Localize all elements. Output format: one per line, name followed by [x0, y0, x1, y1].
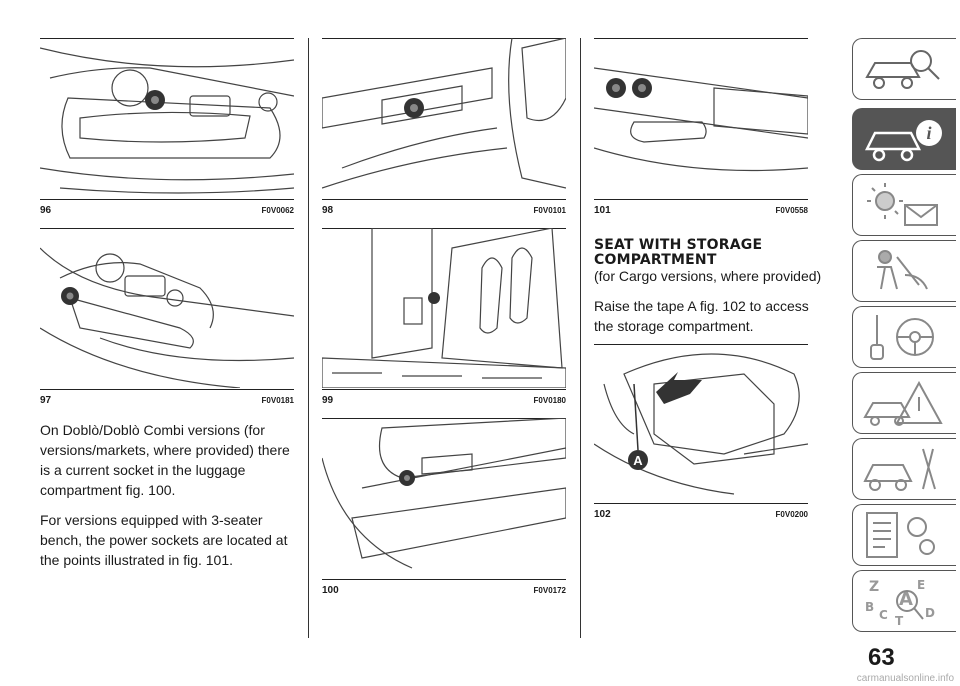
paragraph: On Doblò/Doblò Combi versions (for versi… — [40, 422, 290, 498]
callout-a-label: A — [633, 453, 643, 468]
section-title-line: COMPARTMENT — [594, 252, 717, 268]
figure-101: 101 F0V0558 — [594, 38, 808, 216]
luggage-compartment-socket-illustration — [322, 418, 566, 569]
bench-sockets-illustration — [594, 67, 808, 172]
car-info-icon: i — [864, 120, 942, 162]
figure-99: 99 F0V0180 — [322, 228, 566, 406]
svg-text:i: i — [926, 123, 931, 143]
figure-code: F0V0181 — [261, 396, 294, 405]
tab-maintenance[interactable] — [852, 438, 956, 500]
tab-warning-lights[interactable] — [852, 174, 956, 236]
figure-97: 97 F0V0181 — [40, 228, 294, 406]
watermark: carmanualsonline.info — [856, 673, 954, 684]
airbag-passenger-icon — [877, 250, 928, 290]
section-body: Raise the tape A fig. 102 to access the … — [594, 298, 809, 334]
spec-list-gears-icon — [866, 512, 935, 558]
cargo-floor-socket-illustration — [322, 228, 566, 388]
tab-car-info[interactable]: i — [852, 108, 956, 170]
tab-technical-data[interactable] — [852, 504, 956, 566]
figure-code: F0V0172 — [533, 586, 566, 595]
svg-text:C: C — [879, 608, 888, 622]
console-sockets-illustration — [40, 47, 294, 194]
left-body-text: On Doblò/Doblò Combi versions (for versi… — [40, 420, 298, 580]
section-subtitle: (for Cargo versions, where provided) — [594, 268, 822, 284]
key-steering-wheel-icon — [870, 315, 934, 360]
section-title-line: SEAT WITH STORAGE — [594, 237, 763, 253]
figure-96: 96 F0V0062 — [40, 38, 294, 216]
figure-number: 99 — [322, 395, 334, 406]
figure-number: 102 — [594, 509, 611, 520]
figure-code: F0V0180 — [533, 396, 566, 405]
figure-code: F0V0558 — [775, 206, 808, 215]
paragraph: For versions equipped with 3-seater benc… — [40, 512, 288, 568]
svg-text:Z: Z — [869, 579, 879, 595]
car-tools-icon — [863, 448, 936, 491]
figure-code: F0V0101 — [533, 206, 566, 215]
console-socket-illustration — [40, 247, 294, 388]
svg-text:D: D — [925, 606, 935, 620]
column-divider — [308, 38, 309, 638]
car-search-icon — [865, 50, 940, 89]
figure-98: 98 F0V0101 — [322, 38, 566, 216]
warning-light-message-icon — [867, 183, 938, 226]
svg-text:A: A — [899, 589, 913, 610]
figure-number: 98 — [322, 205, 334, 216]
seat-storage-illustration: A — [594, 353, 808, 495]
figure-number: 100 — [322, 585, 339, 596]
section-title: SEAT WITH STORAGE COMPARTMENT — [594, 238, 814, 268]
svg-text:T: T — [895, 614, 904, 627]
tab-starting-driving[interactable] — [852, 306, 956, 368]
figure-100: 100 F0V0172 — [322, 418, 566, 596]
figure-102: A 102 F0V0200 — [594, 344, 808, 520]
tab-safety[interactable] — [852, 240, 956, 302]
side-panel-socket-illustration — [322, 38, 566, 189]
page-number: 63 — [868, 644, 895, 671]
svg-text:B: B — [865, 600, 874, 614]
figure-number: 96 — [40, 205, 52, 216]
figure-number: 97 — [40, 395, 52, 406]
car-breakdown-warning-icon — [863, 380, 943, 426]
tab-car-search[interactable] — [852, 38, 956, 100]
figure-code: F0V0200 — [775, 510, 808, 519]
svg-text:E: E — [917, 578, 925, 592]
figure-number: 101 — [594, 205, 611, 216]
column-divider — [580, 38, 581, 638]
figure-code: F0V0062 — [261, 206, 294, 215]
tab-emergency[interactable] — [852, 372, 956, 434]
